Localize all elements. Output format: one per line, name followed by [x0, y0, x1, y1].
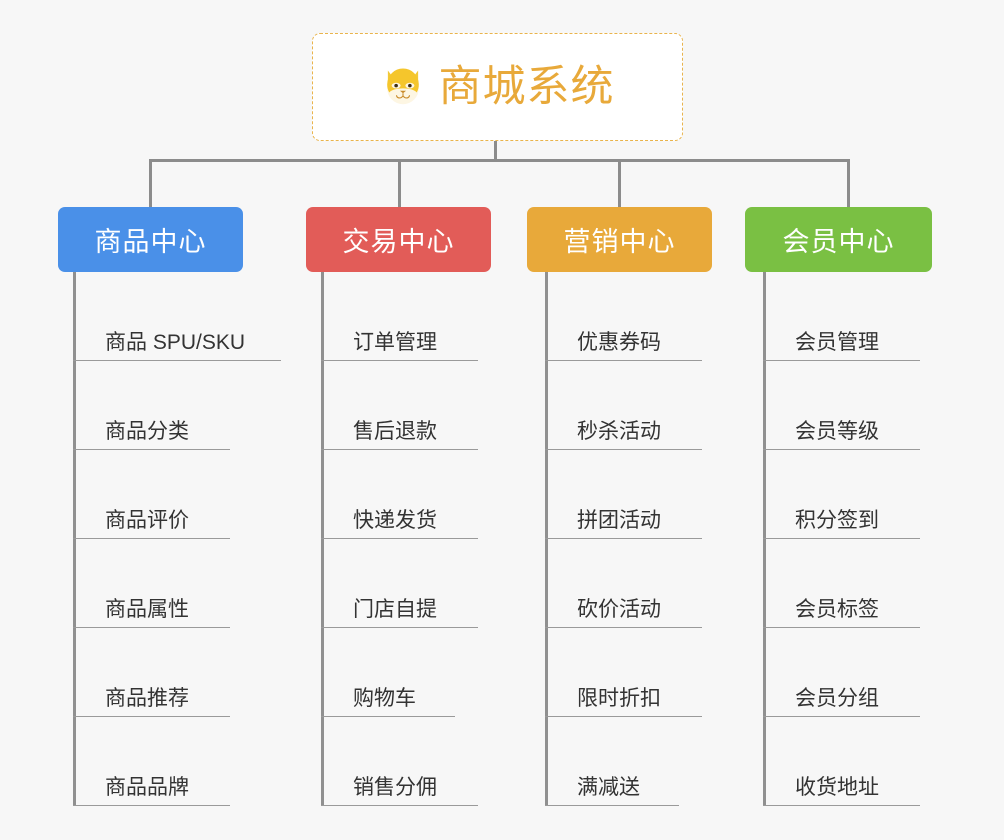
- leaf-underline: [763, 359, 920, 361]
- leaf-underline: [545, 448, 702, 450]
- list-item[interactable]: 售后退款: [321, 361, 478, 450]
- leaf-label: 售后退款: [353, 420, 437, 443]
- category-label: 营销中心: [563, 227, 676, 257]
- leaf-label: 收货地址: [795, 776, 879, 799]
- leaf-label: 优惠券码: [577, 331, 661, 354]
- leaf-underline: [545, 804, 679, 806]
- root-title: 商城系统: [438, 62, 615, 111]
- leaf-underline: [73, 626, 230, 628]
- leaf-label: 会员标签: [795, 598, 879, 621]
- branch-spine: [545, 272, 548, 806]
- list-item[interactable]: 商品评价: [73, 450, 245, 539]
- leaf-label: 商品评价: [105, 509, 189, 532]
- leaf-label: 商品属性: [105, 598, 189, 621]
- list-item[interactable]: 秒杀活动: [545, 361, 702, 450]
- category-box-product-center[interactable]: 商品中心: [58, 207, 243, 272]
- leaf-underline: [545, 626, 702, 628]
- leaf-label: 会员分组: [795, 687, 879, 710]
- connector-drop-2: [398, 159, 401, 207]
- list-item[interactable]: 门店自提: [321, 539, 478, 628]
- list-item[interactable]: 购物车: [321, 628, 455, 717]
- leaf-label: 会员等级: [795, 420, 879, 443]
- leaf-underline: [73, 804, 230, 806]
- leaf-label: 秒杀活动: [577, 420, 661, 443]
- list-item[interactable]: 会员管理: [763, 272, 920, 361]
- list-item[interactable]: 商品分类: [73, 361, 245, 450]
- connector-drop-1: [149, 159, 152, 207]
- list-item[interactable]: 会员标签: [763, 539, 920, 628]
- leaf-underline: [763, 804, 920, 806]
- leaf-label: 商品品牌: [105, 776, 189, 799]
- list-item[interactable]: 积分签到: [763, 450, 920, 539]
- category-box-member-center[interactable]: 会员中心: [745, 207, 932, 272]
- list-item[interactable]: 商品品牌: [73, 717, 245, 806]
- list-item[interactable]: 商品属性: [73, 539, 245, 628]
- list-item[interactable]: 拼团活动: [545, 450, 702, 539]
- leaf-underline: [763, 626, 920, 628]
- leaf-label: 商品推荐: [105, 687, 189, 710]
- category-box-marketing-center[interactable]: 营销中心: [527, 207, 712, 272]
- leaf-label: 积分签到: [795, 509, 879, 532]
- leaf-underline: [73, 359, 281, 361]
- list-item[interactable]: 商品推荐: [73, 628, 245, 717]
- leaf-underline: [763, 448, 920, 450]
- leaf-label: 限时折扣: [577, 687, 661, 710]
- leaf-underline: [321, 804, 478, 806]
- category-label: 会员中心: [782, 227, 895, 257]
- root-node-mall-system[interactable]: 商城系统: [312, 33, 683, 141]
- list-item[interactable]: 快递发货: [321, 450, 478, 539]
- leaf-label: 购物车: [353, 687, 416, 710]
- leaf-underline: [763, 715, 920, 717]
- leaf-underline: [545, 715, 702, 717]
- category-label: 商品中心: [94, 227, 207, 257]
- leaf-label: 销售分佣: [353, 776, 437, 799]
- list-item[interactable]: 商品 SPU/SKU: [73, 272, 281, 361]
- leaf-underline: [321, 448, 478, 450]
- leaf-label: 砍价活动: [577, 598, 661, 621]
- shiba-dog-face-icon: [386, 68, 419, 105]
- leaf-underline: [321, 715, 455, 717]
- list-item[interactable]: 砍价活动: [545, 539, 702, 628]
- connector-drop-4: [847, 159, 850, 207]
- connector-horizontal-bus: [150, 159, 850, 162]
- leaf-label: 订单管理: [353, 331, 437, 354]
- branch-spine: [73, 272, 76, 806]
- leaf-underline: [73, 537, 230, 539]
- leaf-label: 商品分类: [105, 420, 189, 443]
- list-item[interactable]: 收货地址: [763, 717, 920, 806]
- leaf-underline: [545, 359, 702, 361]
- list-item[interactable]: 销售分佣: [321, 717, 478, 806]
- branch-spine: [321, 272, 324, 806]
- category-box-transaction-center[interactable]: 交易中心: [306, 207, 491, 272]
- leaf-label: 商品 SPU/SKU: [105, 331, 246, 354]
- branch-marketing-center: 优惠券码 秒杀活动 拼团活动 砍价活动 限时折扣 满减送: [545, 272, 702, 806]
- leaf-underline: [545, 537, 702, 539]
- branch-product-center: 商品 SPU/SKU 商品分类 商品评价 商品属性 商品推荐 商品品牌: [73, 272, 281, 806]
- leaf-underline: [321, 626, 478, 628]
- category-label: 交易中心: [342, 227, 455, 257]
- leaf-label: 门店自提: [353, 598, 437, 621]
- list-item[interactable]: 会员等级: [763, 361, 920, 450]
- leaf-underline: [321, 537, 478, 539]
- list-item[interactable]: 限时折扣: [545, 628, 702, 717]
- branch-transaction-center: 订单管理 售后退款 快递发货 门店自提 购物车 销售分佣: [321, 272, 478, 806]
- list-item[interactable]: 会员分组: [763, 628, 920, 717]
- leaf-underline: [321, 359, 478, 361]
- connector-root-stem: [494, 141, 497, 162]
- branch-spine: [763, 272, 766, 806]
- leaf-label: 会员管理: [795, 331, 879, 354]
- leaf-label: 拼团活动: [577, 509, 661, 532]
- connector-drop-3: [618, 159, 621, 207]
- leaf-label: 满减送: [577, 776, 640, 799]
- branch-member-center: 会员管理 会员等级 积分签到 会员标签 会员分组 收货地址: [763, 272, 920, 806]
- leaf-underline: [73, 715, 230, 717]
- list-item[interactable]: 满减送: [545, 717, 679, 806]
- list-item[interactable]: 订单管理: [321, 272, 478, 361]
- leaf-underline: [763, 537, 920, 539]
- leaf-underline: [73, 448, 230, 450]
- leaf-label: 快递发货: [353, 509, 437, 532]
- list-item[interactable]: 优惠券码: [545, 272, 702, 361]
